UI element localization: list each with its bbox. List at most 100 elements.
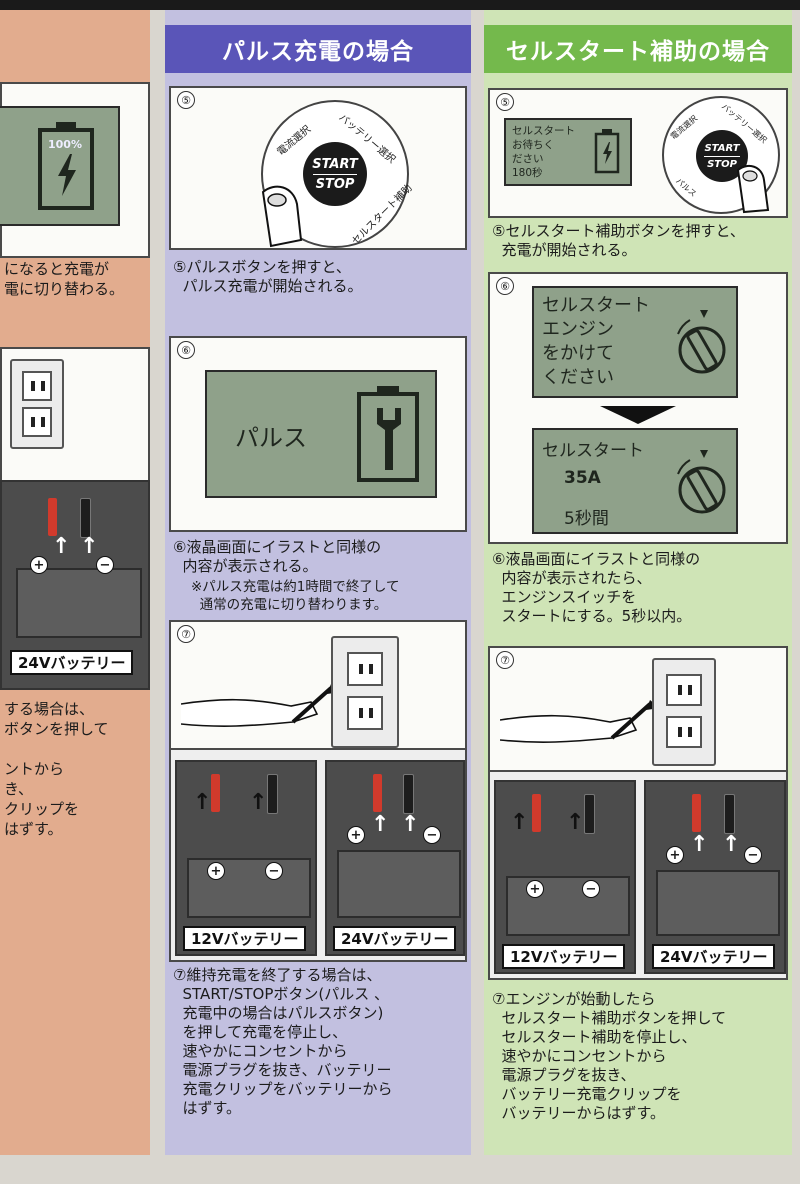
cellstart-step7-battery-panel: ↑ ↑ + − 12Vバッテリー ↑ ↑ + − 24Vバッテリー (488, 770, 788, 980)
start-stop-button[interactable]: START STOP (303, 142, 367, 206)
battery-24v-photo: ↑ ↑ + − 24Vバッテリー (325, 760, 465, 956)
arrow-up-icon: ↑ (52, 534, 71, 559)
cellstart-step5-caption: ⑤セルスタート補助ボタンを押すと、 充電が開始される。 (492, 222, 745, 259)
minus-terminal: − (744, 846, 762, 864)
black-clip (724, 794, 735, 834)
pulse-step5-panel: ⑤ START STOP 電流選択 バッテリー選択 セルスタート補助 (169, 86, 467, 250)
outlet-socket-bottom (22, 407, 52, 437)
black-clip (267, 774, 278, 814)
step-number: ⑤ (177, 91, 195, 109)
pulse-column: パルス充電の場合 ⑤ START STOP 電流選択 バッテリー選択 セルスター… (165, 10, 471, 1155)
arrow-up-icon: ↑ (401, 812, 420, 837)
step-number: ⑦ (177, 625, 195, 643)
cellstart-step6-panel: ⑥ セルスタート エンジン をかけて ください セルスタート 35A 5秒間 (488, 272, 788, 544)
step-number: ⑤ (496, 93, 514, 111)
battery-body (16, 568, 142, 638)
stop-label: STOP (315, 176, 355, 192)
red-clip (211, 774, 220, 812)
step-number: ⑥ (496, 277, 514, 295)
battery-bolt-icon (594, 129, 620, 174)
left-bottom-line-5: き、 (4, 780, 33, 798)
dial-label-pulse: パルス (673, 176, 699, 199)
red-clip (692, 794, 701, 832)
arrow-up-icon: ↑ (371, 812, 390, 837)
finger-pointer-icon (261, 185, 303, 248)
battery-24v-label: 24Vバッテリー (333, 926, 457, 951)
pulse-lcd: パルス (205, 370, 437, 498)
start-label: START (312, 156, 358, 172)
left-caption-line-2: 電に切り替わる。 (4, 280, 125, 298)
wall-outlet (652, 658, 716, 766)
outlet-socket-top (347, 652, 383, 686)
wall-outlet (331, 636, 399, 748)
down-arrow-icon (600, 406, 676, 424)
start-label: START (704, 142, 740, 154)
cellstart-lcd-engine-text: セルスタート エンジン をかけて ください (542, 295, 650, 388)
battery-24v-photo: ↑ ↑ + − 24Vバッテリー (644, 780, 786, 974)
left-bottom-line-1: する場合は、 (4, 700, 95, 718)
battery-body (187, 858, 311, 918)
outlet-socket-top (22, 371, 52, 401)
cellstart-lcd-engine: セルスタート エンジン をかけて ください (532, 286, 738, 398)
plus-terminal: + (30, 556, 48, 574)
cellstart-step7-caption: ⑦エンジンが始動したら セルスタート補助ボタンを押して セルスタート補助を停止し… (492, 990, 727, 1122)
arrow-up-icon: ↑ (510, 810, 529, 835)
left-step-lcd-panel: 100% (0, 82, 150, 258)
pulse-step7-battery-panel: ↑ ↑ + − 12Vバッテリー ↑ ↑ + − 24Vバッテリー (169, 748, 467, 962)
wrench-battery-icon (357, 386, 419, 482)
left-outlet-panel (0, 347, 150, 487)
battery-12v-label: 12Vバッテリー (183, 926, 307, 951)
ignition-key-icon (677, 310, 726, 374)
pulse-step6-caption: ⑥液晶画面にイラストと同様の 内容が表示される。 (173, 538, 382, 575)
battery-body (656, 870, 780, 936)
red-clip (48, 498, 57, 536)
pulse-step7-outlet-panel: ⑦ (169, 620, 467, 762)
battery-body (506, 876, 630, 936)
dial-label-current: 電流選択 (275, 123, 314, 159)
battery-24v-label: 24Vバッテリー (10, 650, 134, 675)
pulse-step6-panel: ⑥ パルス (169, 336, 467, 532)
battery-24v-label: 24Vバッテリー (652, 944, 776, 969)
pulse-lcd-text: パルス (235, 424, 307, 452)
cellstart-lcd-amp: 35A (564, 468, 601, 488)
hand-pulling-plug-icon (181, 684, 341, 727)
left-lcd-percent: 100% (48, 138, 82, 151)
arrow-up-icon: ↑ (193, 790, 212, 815)
left-battery-photo: ↑ ↑ + − 24Vバッテリー (0, 480, 150, 690)
left-column: 100% になると充電が 電に切り替わる。 ↑ ↑ + − 24Vバッテリー す… (0, 10, 150, 1155)
step-number: ⑥ (177, 341, 195, 359)
pulse-step5-caption: ⑤パルスボタンを押すと、 パルス充電が開始される。 (173, 258, 363, 295)
finger-pointer-icon (736, 164, 770, 214)
black-clip (584, 794, 595, 834)
battery-body (337, 850, 461, 918)
cellstart-lcd-timer: セルスタート 35A 5秒間 (532, 428, 738, 534)
minus-terminal: − (96, 556, 114, 574)
cellstart-step6-caption: ⑥液晶画面にイラストと同様の 内容が表示されたら、 エンジンスイッチを スタート… (492, 550, 701, 625)
arrow-up-icon: ↑ (566, 810, 585, 835)
left-caption-line-1: になると充電が (4, 260, 110, 278)
minus-terminal: − (265, 862, 283, 880)
battery-12v-photo: ↑ ↑ + − 12Vバッテリー (494, 780, 636, 974)
minus-terminal: − (582, 880, 600, 898)
cellstart-lcd-small: セルスタート お待ちく ださい 180秒 (504, 118, 632, 186)
plus-terminal: + (526, 880, 544, 898)
cellstart-lcd-seconds: 5秒間 (564, 509, 609, 529)
hand-pulling-plug-icon (500, 700, 660, 743)
outlet-socket-bottom (666, 716, 702, 748)
outlet-socket-top (666, 674, 702, 706)
battery-12v-photo: ↑ ↑ + − 12Vバッテリー (175, 760, 317, 956)
arrow-up-icon: ↑ (249, 790, 268, 815)
outlet-socket-bottom (347, 696, 383, 730)
left-bottom-line-7: はずす。 (4, 820, 63, 838)
cellstart-step7-outlet-panel: ⑦ (488, 646, 788, 784)
black-clip (80, 498, 91, 538)
red-clip (532, 794, 541, 832)
top-edge (0, 0, 800, 10)
pulse-step7-caption: ⑦維持充電を終了する場合は、 START/STOPボタン(パルス 、 充電中の場… (173, 966, 393, 1117)
plus-terminal: + (347, 826, 365, 844)
ignition-key-icon (677, 450, 726, 514)
cellstart-column: セルスタート補助の場合 ⑤ セルスタート お待ちく ださい 180秒 START… (484, 10, 792, 1155)
cellstart-header: セルスタート補助の場合 (484, 25, 792, 73)
cellstart-lcd-timer-title: セルスタート (542, 441, 644, 461)
left-bottom-line-2: ボタンを押して (4, 720, 109, 738)
